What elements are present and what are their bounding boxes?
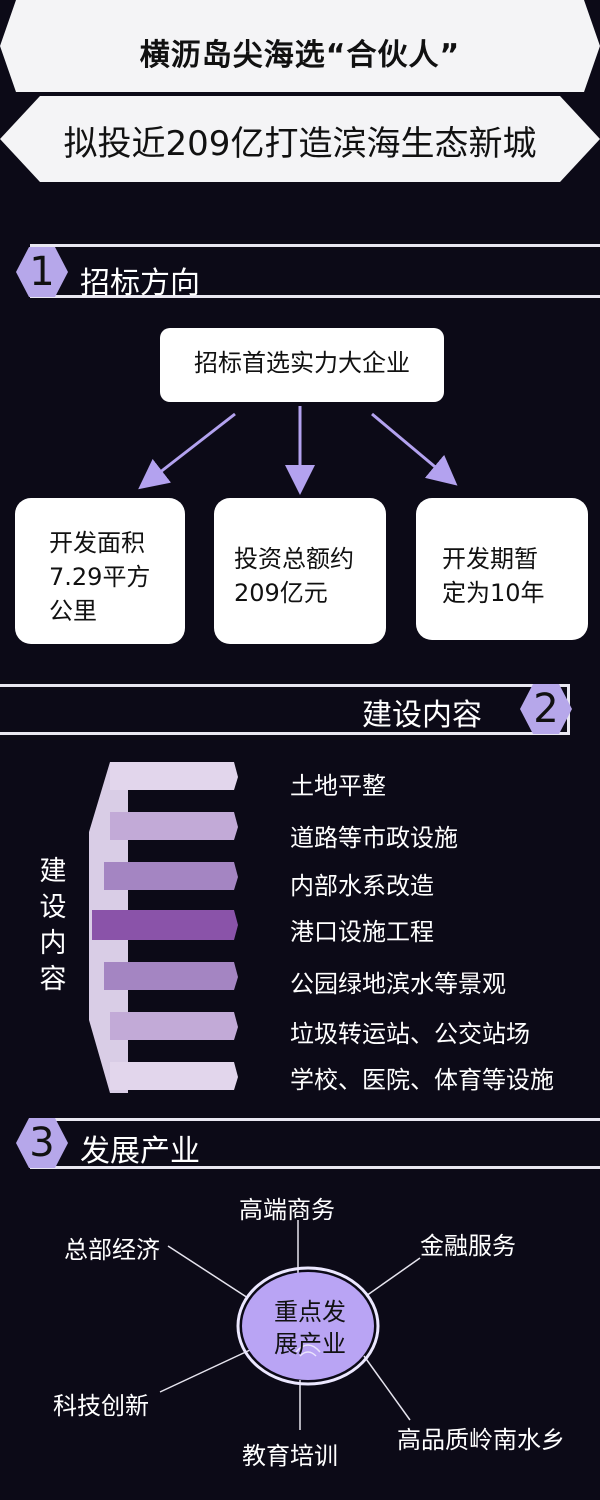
construction-item-5: 公园绿地滨水等景观: [290, 970, 506, 998]
box-investment-line2: 209亿元: [234, 579, 328, 607]
construction-item-3: 内部水系改造: [290, 872, 434, 900]
top-box: 招标首选实力大企业: [160, 328, 444, 402]
title-banner: 横沥岛尖海选“合伙人”: [0, 0, 600, 92]
center-node: [242, 1272, 374, 1380]
construction-item-2: 道路等市政设施: [290, 824, 458, 852]
arrows: [138, 406, 458, 495]
industry-diagram: [159, 1220, 421, 1430]
page-subtitle: 拟投近209亿打造滨海生态新城: [63, 124, 537, 164]
construction-item-1: 土地平整: [290, 772, 386, 800]
section1-line-bottom: [30, 295, 600, 298]
arrow-left: [138, 412, 236, 490]
box-period-line2: 定为10年: [442, 579, 545, 607]
section2-number-badge: 2: [520, 684, 572, 734]
box-period: 开发期暂 定为10年: [416, 498, 588, 640]
ornament-icon: [295, 1344, 321, 1357]
node-bottom-left: 科技创新: [53, 1392, 149, 1420]
subtitle-banner: 拟投近209亿打造滨海生态新城: [0, 96, 600, 182]
box-area-line1: 开发面积: [49, 529, 145, 557]
construction-graphic: [89, 762, 238, 1093]
section3-line-bottom: [30, 1166, 600, 1169]
section2-line-bottom: [0, 732, 570, 735]
node-bottom-right: 高品质岭南水乡: [397, 1426, 565, 1454]
section1-title: 招标方向: [80, 266, 200, 301]
construction-item-6: 垃圾转运站、公交站场: [290, 1020, 530, 1048]
box-investment-line1: 投资总额约: [234, 545, 354, 573]
section1-line-top: [30, 244, 600, 247]
bar-1: [110, 762, 238, 790]
connector-bottom-right: [363, 1355, 411, 1421]
box-area-line2: 7.29平方: [49, 563, 151, 591]
box-area-line3: 公里: [49, 597, 97, 625]
section3-title: 发展产业: [80, 1134, 200, 1169]
box-investment: 投资总额约 209亿元: [214, 498, 386, 644]
construction-side-label: 建 设 内 容: [39, 856, 67, 995]
center-node-label: 重点发 展产业: [274, 1298, 346, 1358]
bar-4: [92, 910, 238, 940]
bar-5: [104, 962, 238, 990]
bar-3: [104, 862, 238, 890]
construction-item-7: 学校、医院、体育等设施: [290, 1066, 554, 1094]
section1-number-badge: 1: [16, 247, 68, 297]
node-top-left: 总部经济: [64, 1236, 160, 1264]
page-title: 横沥岛尖海选“合伙人”: [139, 38, 461, 73]
connector-bottom-left: [159, 1349, 251, 1393]
box-area: 开发面积 7.29平方 公里: [15, 498, 185, 644]
node-top-right: 金融服务: [420, 1232, 516, 1260]
section2-title: 建设内容: [362, 698, 482, 733]
box-period-line1: 开发期暂: [442, 545, 538, 573]
section2-line-top: [0, 684, 570, 687]
bar-2: [110, 812, 238, 840]
bar-7: [110, 1062, 238, 1090]
section3-number-badge: 3: [16, 1118, 68, 1168]
node-bottom: 教育培训: [242, 1442, 338, 1470]
section3-line-top: [30, 1118, 600, 1121]
node-top: 高端商务: [239, 1196, 335, 1224]
bar-6: [110, 1012, 238, 1040]
connector-top-right: [365, 1257, 421, 1297]
construction-item-4: 港口设施工程: [290, 918, 434, 946]
connector-top-left: [167, 1245, 249, 1299]
center-node-ring: [236, 1266, 380, 1386]
arrow-right: [371, 412, 458, 486]
